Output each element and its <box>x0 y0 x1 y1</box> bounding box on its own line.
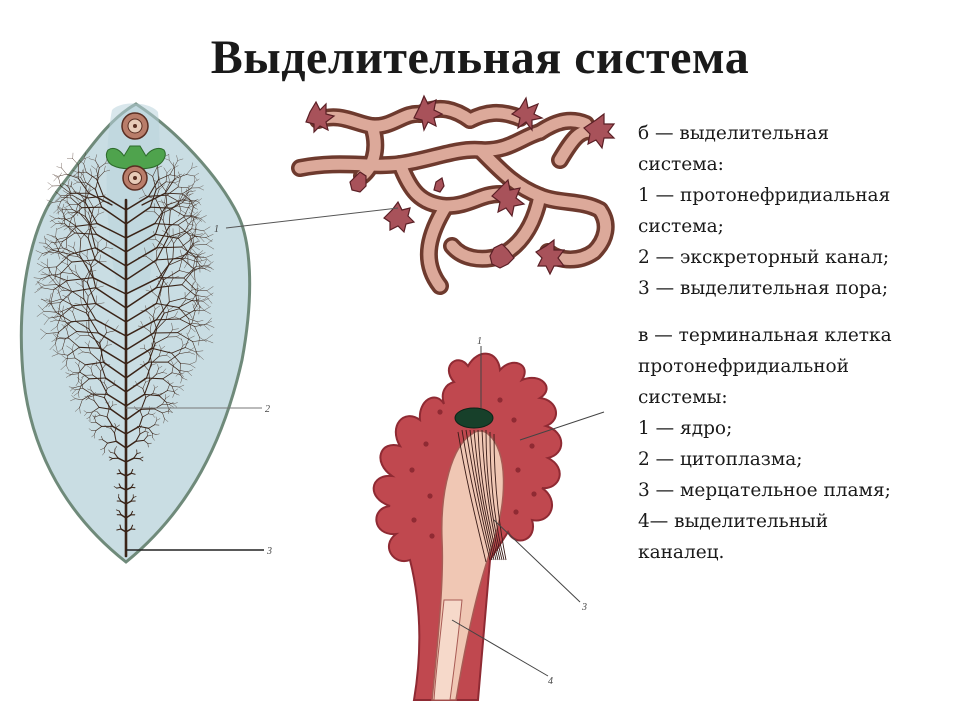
legend-v-heading-2: протонефридиальной <box>638 356 849 377</box>
legend-v-item-4-line-2: каналец. <box>638 542 725 563</box>
ventral-sucker <box>122 165 148 191</box>
oral-sucker <box>121 112 149 140</box>
fluke-illustration: 2 3 <box>19 102 272 564</box>
flame-cell-granules <box>409 397 537 539</box>
tubules-illustration: 1 <box>214 94 616 295</box>
legend-v-item-1: 1 — ядро; <box>638 418 733 439</box>
legend-v-item-2: 2 — цитоплазма; <box>638 449 803 470</box>
legend-b-item-3: 3 — выделительная пора; <box>638 278 889 299</box>
callout-line-cell-3 <box>493 519 581 603</box>
legend-b-item-2: 2 — экскреторный канал; <box>638 247 890 268</box>
flame-cell-illustration: 1 3 4 <box>372 336 605 701</box>
fluke-head-region <box>106 103 160 290</box>
legend-b-heading-1: б — выделительная <box>638 123 829 144</box>
callout-line-cell-2 <box>519 411 605 441</box>
legend-v: в — терминальная клетка протонефридиальн… <box>638 320 948 568</box>
callout-worm-1: 1 <box>214 224 219 235</box>
legend-v-heading-1: в — терминальная клетка <box>638 325 892 346</box>
fluke-body <box>19 102 252 564</box>
fluke-canal-tree <box>33 149 215 558</box>
nucleus <box>454 407 494 429</box>
pharynx-organ <box>105 145 166 170</box>
legend: б — выделительная система: 1 — протонефр… <box>638 118 948 568</box>
legend-b-heading-2: система: <box>638 154 724 175</box>
page-title: Выделительная система <box>210 31 750 84</box>
legend-b-item-1-line-2: система; <box>638 216 724 237</box>
legend-b: б — выделительная система: 1 — протонефр… <box>638 118 948 304</box>
ciliary-flame <box>457 429 507 563</box>
legend-b-item-1-line-1: 1 — протонефридиальная <box>638 185 891 206</box>
callout-worm-3: 3 <box>266 546 272 557</box>
callout-line-worm-1 <box>225 207 399 229</box>
legend-v-item-4-line-1: 4— выделительный <box>638 511 829 532</box>
legend-v-heading-3: системы: <box>638 387 728 408</box>
callout-cell-3: 3 <box>581 602 587 613</box>
terminal-cells <box>305 94 616 276</box>
callout-cell-4: 4 <box>548 676 553 687</box>
excretory-canaliculus <box>433 599 463 701</box>
callout-worm-2: 2 <box>265 404 270 415</box>
callout-line-cell-4 <box>451 619 549 677</box>
callout-cell-1: 1 <box>477 336 482 347</box>
legend-gap <box>638 304 948 320</box>
legend-v-item-3: 3 — мерцательное пламя; <box>638 480 891 501</box>
